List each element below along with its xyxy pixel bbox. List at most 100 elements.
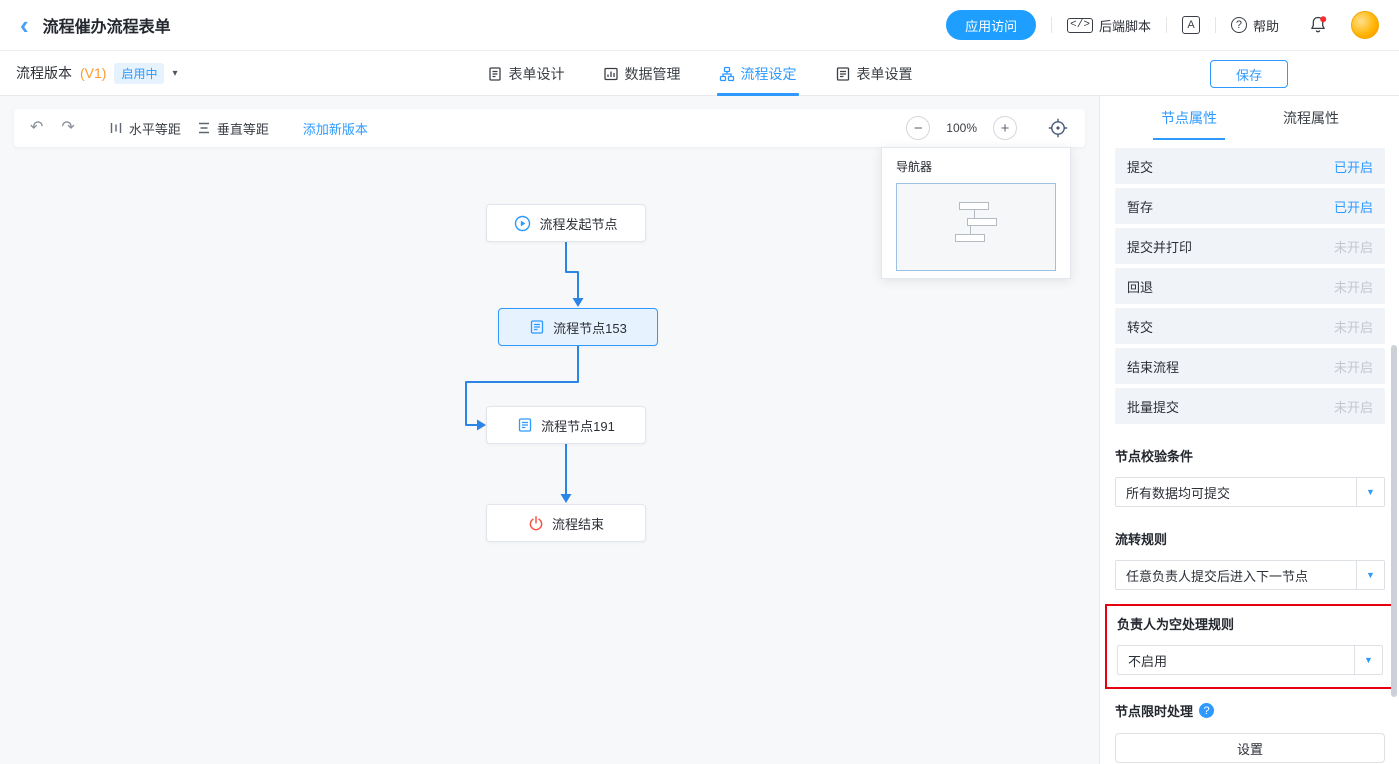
form-node-icon xyxy=(530,320,544,334)
backend-script-label: 后端脚本 xyxy=(1098,18,1151,34)
vertical-spacing-icon xyxy=(198,122,209,134)
tab-label: 数据管理 xyxy=(624,65,681,82)
vertical-align-label: 垂直等距 xyxy=(216,121,269,137)
empty-owner-rule-select-value: 不启用 xyxy=(1128,653,1168,669)
code-icon: </> xyxy=(1067,17,1093,33)
toggle-row-submit[interactable]: 提交 已开启 xyxy=(1115,148,1385,184)
toggle-label: 结束流程 xyxy=(1127,359,1180,375)
node-label: 流程节点191 xyxy=(541,418,615,434)
divider xyxy=(1165,17,1167,33)
scrollbar-thumb[interactable] xyxy=(1391,345,1397,697)
node-label: 流程结束 xyxy=(551,516,604,532)
status-badge: 未开启 xyxy=(1333,359,1373,375)
tab-label: 流程设定 xyxy=(740,65,797,82)
transfer-rule-select[interactable]: 任意负责人提交后进入下一节点 ▼ xyxy=(1115,560,1385,590)
notification-bell-icon[interactable] xyxy=(1308,15,1328,35)
form-setup-icon xyxy=(836,66,849,81)
version-selector[interactable]: 流程版本 (V1) 启用中 ▾ xyxy=(16,62,178,84)
empty-owner-rule-select[interactable]: 不启用 ▼ xyxy=(1117,645,1383,675)
help-label: 帮助 xyxy=(1252,18,1279,34)
mini-node xyxy=(967,218,997,226)
version-number: (V1) xyxy=(80,65,107,81)
flow-canvas[interactable]: ↶ ↷ 水平等距 垂直等距 添加新版本 − 100% + xyxy=(0,96,1100,764)
toggle-row-save-draft[interactable]: 暂存 已开启 xyxy=(1115,188,1385,224)
header-actions: 应用访问 </> 后端脚本 A ? 帮助 xyxy=(946,10,1379,40)
tab-form-design[interactable]: 表单设计 xyxy=(487,51,565,96)
toggle-label: 暂存 xyxy=(1127,199,1154,215)
form-node-icon xyxy=(518,418,532,432)
zoom-out-button[interactable]: − xyxy=(906,116,931,140)
main-area: ↶ ↷ 水平等距 垂直等距 添加新版本 − 100% + xyxy=(0,96,1399,764)
time-limit-label: 节点限时处理 xyxy=(1115,704,1194,719)
help-icon: ? xyxy=(1230,17,1247,33)
status-badge: 未开启 xyxy=(1333,319,1373,335)
status-badge: 未开启 xyxy=(1333,239,1373,255)
zoom-in-button[interactable]: + xyxy=(993,116,1017,140)
flow-node-start[interactable]: 流程发起节点 xyxy=(486,204,646,242)
node-label: 流程节点153 xyxy=(553,320,627,336)
backend-script-button[interactable]: </> 后端脚本 xyxy=(1067,16,1151,35)
time-limit-section-label: 节点限时处理 ? xyxy=(1115,701,1385,720)
flow-node-end[interactable]: 流程结束 xyxy=(486,504,646,542)
app-access-button[interactable]: 应用访问 xyxy=(946,10,1037,40)
toggle-row-end-flow[interactable]: 结束流程 未开启 xyxy=(1115,348,1385,384)
toggle-row-transfer[interactable]: 转交 未开启 xyxy=(1115,308,1385,344)
version-label: 流程版本 xyxy=(16,65,72,81)
canvas-toolbar: ↶ ↷ 水平等距 垂直等距 添加新版本 − 100% + xyxy=(14,109,1085,147)
locate-icon[interactable] xyxy=(1047,117,1069,139)
toggle-row-rollback[interactable]: 回退 未开启 xyxy=(1115,268,1385,304)
divider xyxy=(1051,17,1053,33)
data-manage-icon xyxy=(603,67,618,80)
vertical-align-button[interactable]: 垂直等距 xyxy=(197,119,269,138)
panel-body: 提交 已开启 暂存 已开启 提交并打印 未开启 回退 未开启 转交 未开启 xyxy=(1101,140,1399,763)
properties-panel: 节点属性 流程属性 提交 已开启 暂存 已开启 提交并打印 未开启 回退 xyxy=(1101,96,1399,764)
status-badge: 启用中 xyxy=(114,62,165,84)
time-limit-help-icon[interactable]: ? xyxy=(1199,703,1215,718)
mini-node xyxy=(959,202,989,210)
annotation-highlight-box: 负责人为空处理规则 不启用 ▼ xyxy=(1105,604,1395,689)
flow-node-153[interactable]: 流程节点153 xyxy=(498,308,658,346)
back-icon[interactable]: ‹ xyxy=(20,10,29,40)
zoom-controls: − 100% + xyxy=(906,116,1069,140)
chevron-down-icon[interactable]: ▾ xyxy=(172,67,178,79)
play-icon xyxy=(515,215,531,231)
validation-section-label: 节点校验条件 xyxy=(1115,449,1194,464)
avatar[interactable] xyxy=(1351,11,1379,39)
toggle-row-batch-submit[interactable]: 批量提交 未开启 xyxy=(1115,388,1385,424)
tab-form-setup[interactable]: 表单设置 xyxy=(835,51,913,96)
toggle-label: 转交 xyxy=(1127,319,1154,335)
toggle-label: 提交并打印 xyxy=(1127,239,1193,255)
tab-flow-properties[interactable]: 流程属性 xyxy=(1283,110,1339,126)
add-version-link[interactable]: 添加新版本 xyxy=(302,121,368,137)
status-badge: 未开启 xyxy=(1333,279,1373,295)
tab-node-properties[interactable]: 节点属性 xyxy=(1153,96,1225,140)
status-badge: 已开启 xyxy=(1333,199,1373,215)
toggle-row-submit-print[interactable]: 提交并打印 未开启 xyxy=(1115,228,1385,264)
help-button[interactable]: ? 帮助 xyxy=(1230,16,1279,35)
page-title: 流程催办流程表单 xyxy=(42,19,171,36)
flow-node-191[interactable]: 流程节点191 xyxy=(486,406,646,444)
horizontal-align-button[interactable]: 水平等距 xyxy=(109,119,181,138)
save-button[interactable]: 保存 xyxy=(1210,60,1288,88)
flow-setting-icon xyxy=(719,66,734,81)
validation-select[interactable]: 所有数据均可提交 ▼ xyxy=(1115,477,1385,507)
tab-data-manage[interactable]: 数据管理 xyxy=(603,51,681,96)
tab-label: 表单设计 xyxy=(508,65,565,82)
navigator-minimap[interactable] xyxy=(896,183,1056,271)
node-label: 流程发起节点 xyxy=(539,216,618,232)
api-icon[interactable]: A xyxy=(1181,16,1200,34)
toggle-label: 批量提交 xyxy=(1127,399,1180,415)
panel-tabs: 节点属性 流程属性 xyxy=(1101,96,1399,140)
status-badge: 未开启 xyxy=(1333,399,1373,415)
horizontal-align-label: 水平等距 xyxy=(128,121,181,137)
mini-link xyxy=(974,210,975,218)
redo-icon[interactable]: ↷ xyxy=(61,119,75,136)
mini-link xyxy=(970,226,971,234)
horizontal-spacing-icon xyxy=(110,123,122,133)
empty-owner-rule-section-label: 负责人为空处理规则 xyxy=(1117,617,1235,632)
undo-icon[interactable]: ↶ xyxy=(30,119,44,136)
designer-tabs: 表单设计 数据管理 流程设定 表单设置 xyxy=(468,51,932,96)
tab-flow-setting[interactable]: 流程设定 xyxy=(716,51,799,96)
time-limit-settings-button[interactable]: 设置 xyxy=(1115,733,1385,763)
